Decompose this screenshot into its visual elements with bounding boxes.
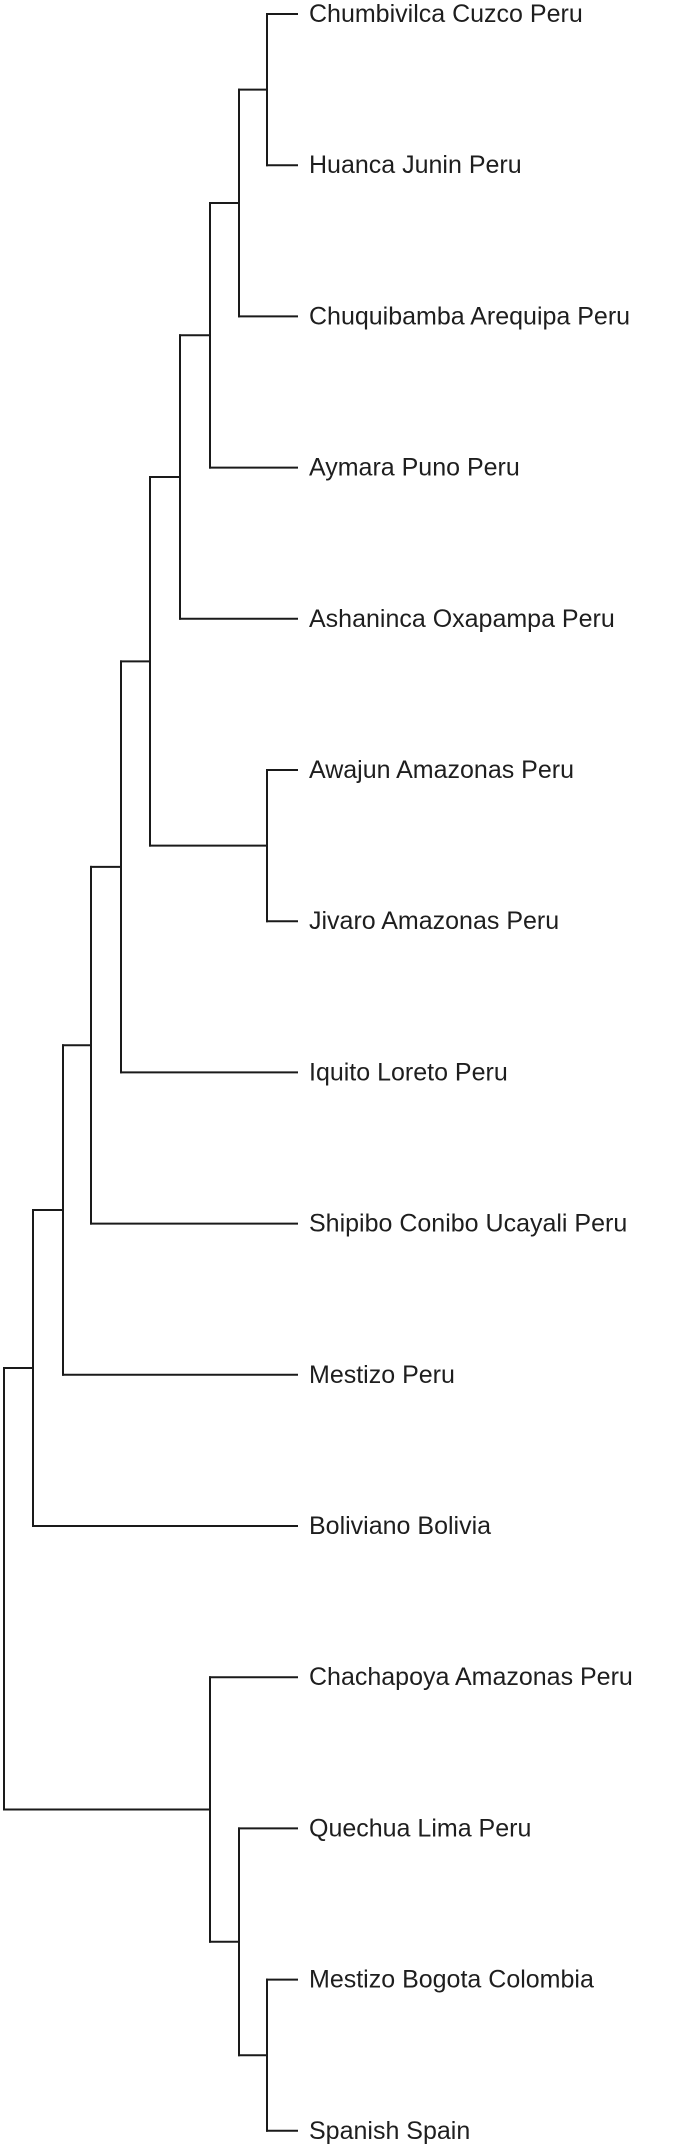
leaf-label: Spanish Spain — [309, 2117, 470, 2145]
leaf-label: Mestizo Peru — [309, 1361, 455, 1389]
leaf-label: Chumbivilca Cuzco Peru — [309, 0, 583, 28]
leaf-label: Awajun Amazonas Peru — [309, 756, 574, 784]
leaf-label: Aymara Puno Peru — [309, 454, 520, 482]
leaf-label: Boliviano Bolivia — [309, 1512, 491, 1540]
leaf-label: Iquito Loreto Peru — [309, 1058, 508, 1086]
leaf-label: Jivaro Amazonas Peru — [309, 907, 559, 935]
leaf-label: Huanca Junin Peru — [309, 151, 522, 179]
leaf-label: Quechua Lima Peru — [309, 1814, 531, 1842]
leaf-label: Chachapoya Amazonas Peru — [309, 1663, 633, 1691]
leaf-label: Mestizo Bogota Colombia — [309, 1966, 594, 1994]
leaf-label: Ashaninca Oxapampa Peru — [309, 605, 615, 633]
dendrogram-branches — [3, 13, 298, 2132]
leaf-label: Shipibo Conibo Ucayali Peru — [309, 1210, 627, 1238]
leaf-label: Chuquibamba Arequipa Peru — [309, 302, 630, 330]
